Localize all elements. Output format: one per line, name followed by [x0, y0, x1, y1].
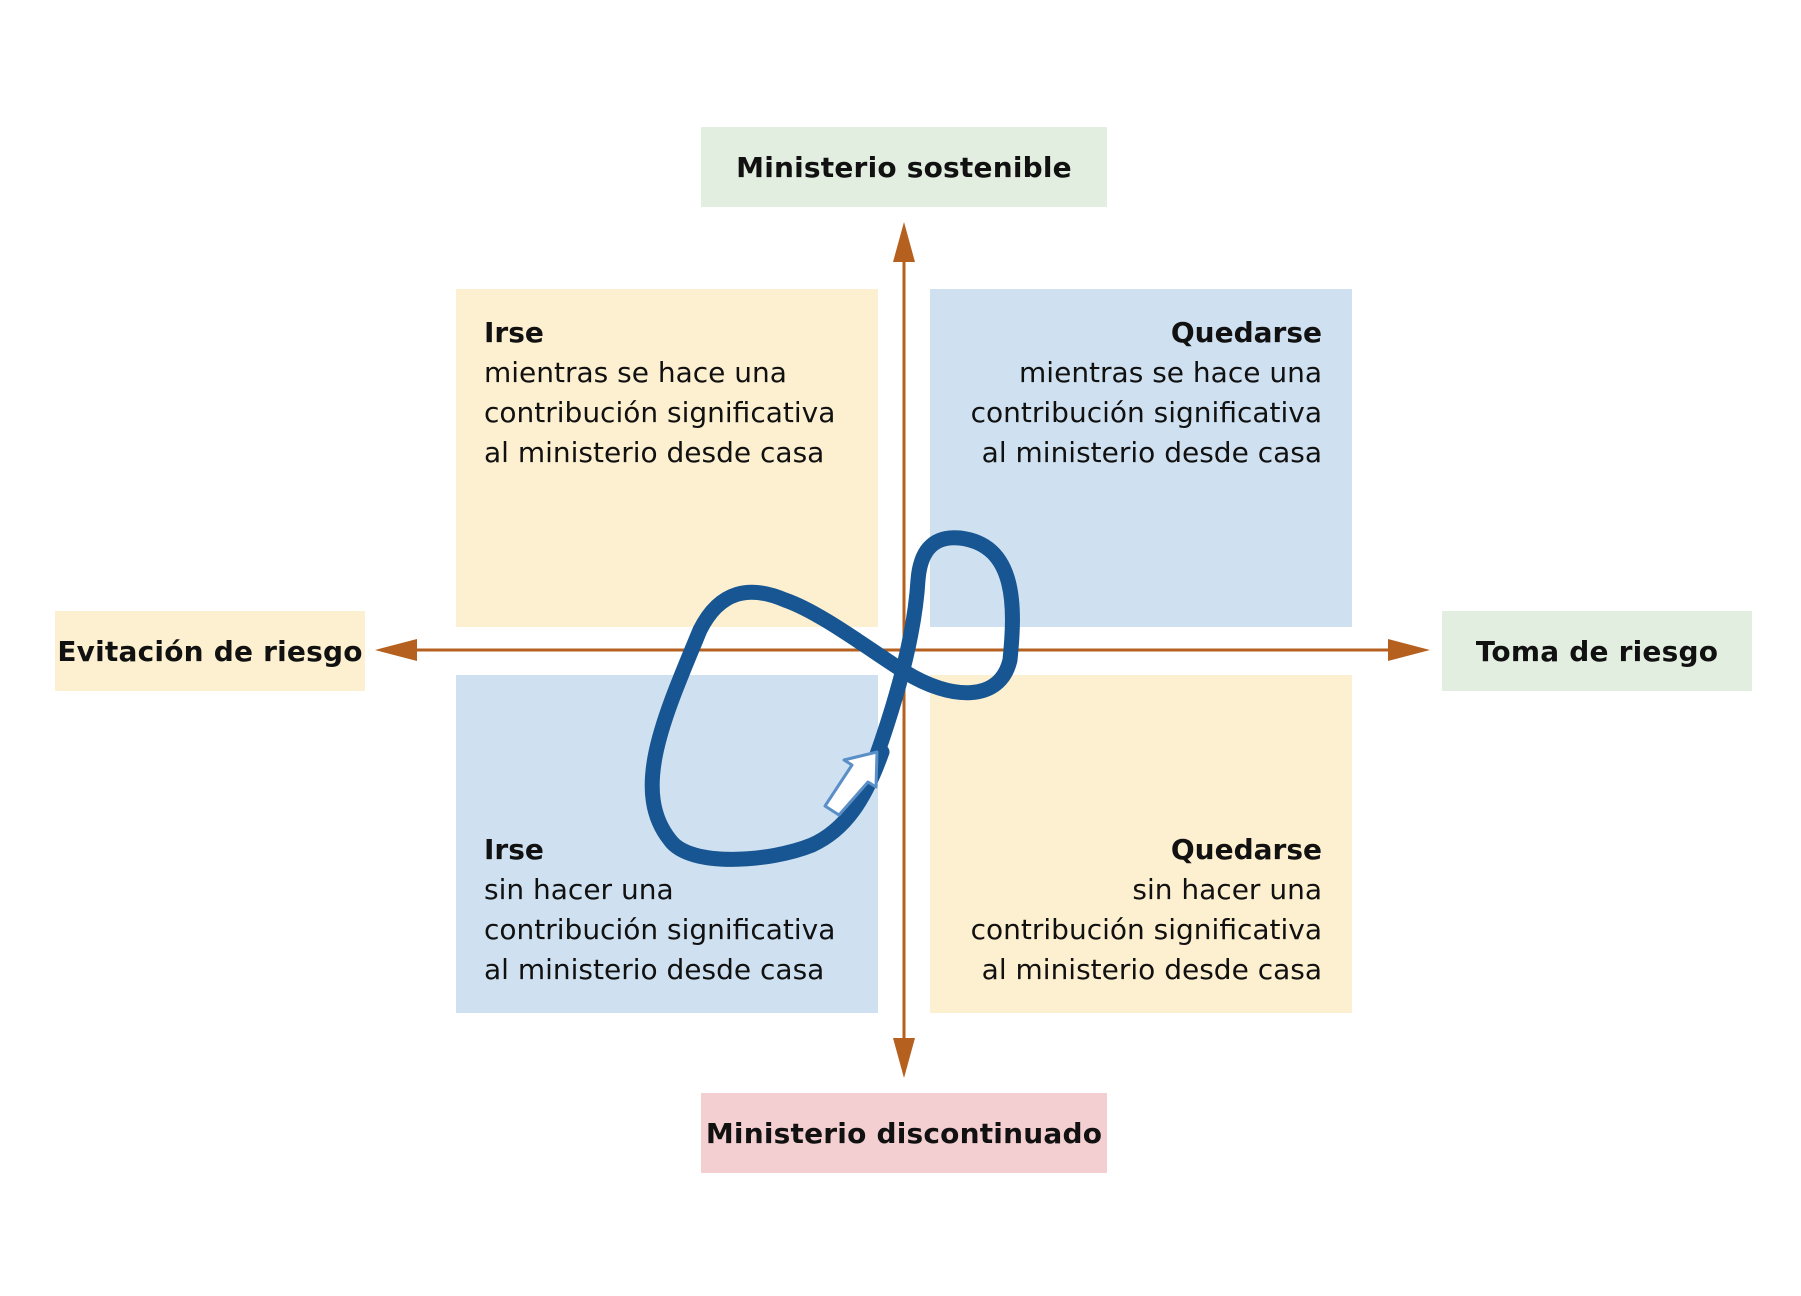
arrowhead-icon: [1388, 639, 1430, 661]
quadrant-line: mientras se hace una: [1019, 356, 1322, 389]
quadrant-line: contribución significativa: [484, 396, 836, 429]
quadrant-line: al ministerio desde casa: [484, 436, 825, 469]
quadrant-title: Quedarse: [1170, 833, 1322, 866]
quadrant-bottom-right: Quedarse sin hacer una contribución sign…: [930, 675, 1352, 1013]
direction-arrow-icon: [823, 750, 879, 817]
axis-label-right: Toma de riesgo: [1442, 611, 1752, 691]
figure-eight-loop-icon: [644, 530, 1020, 867]
axis-label-left: Evitación de riesgo: [55, 611, 365, 691]
quadrant-line: contribución significativa: [970, 913, 1322, 946]
axis-label-top: Ministerio sostenible: [701, 127, 1107, 207]
quadrant-line: contribución significativa: [484, 913, 836, 946]
quadrant-line: contribución significativa: [970, 396, 1322, 429]
quadrant-line: al ministerio desde casa: [981, 953, 1322, 986]
arrowhead-icon: [375, 639, 417, 661]
quadrant-title: Irse: [484, 316, 544, 349]
arrowhead-icon: [893, 222, 915, 262]
axis-label-bottom: Ministerio discontinuado: [701, 1093, 1107, 1173]
arrowhead-icon: [893, 1038, 915, 1078]
quadrant-line: mientras se hace una: [484, 356, 787, 389]
quadrant-line: al ministerio desde casa: [484, 953, 825, 986]
quadrant-title: Quedarse: [1170, 316, 1322, 349]
quadrant-title: Irse: [484, 833, 544, 866]
quadrant-line: sin hacer una: [484, 873, 674, 906]
quadrant-line: al ministerio desde casa: [981, 436, 1322, 469]
quadrant-top-left: Irse mientras se hace una contribución s…: [456, 289, 878, 627]
quadrant-line: sin hacer una: [1132, 873, 1322, 906]
